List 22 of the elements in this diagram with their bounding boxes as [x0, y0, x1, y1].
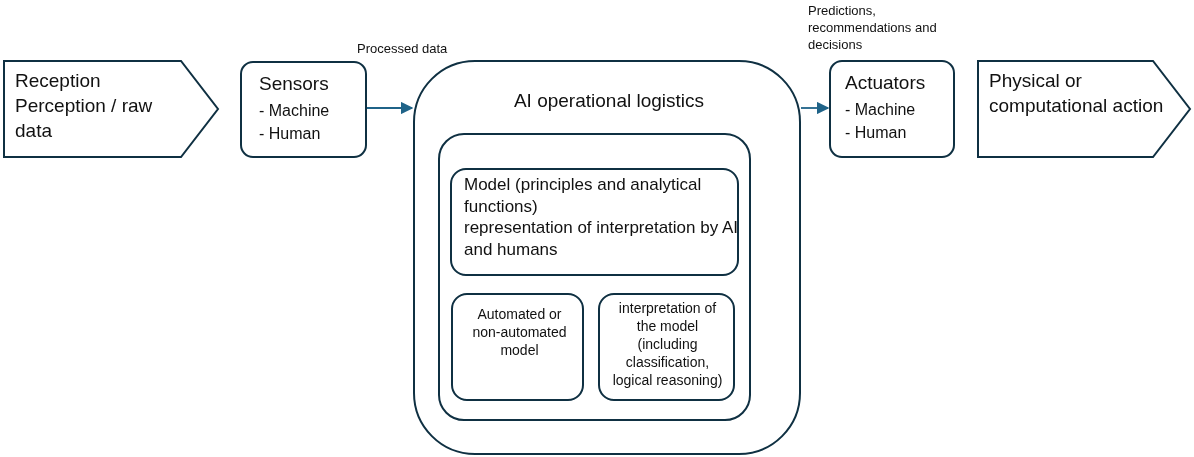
node-title: Actuators — [845, 71, 927, 95]
process-box — [450, 168, 739, 276]
node-text: representation of interpretation by AI and humans — [464, 217, 739, 261]
process-box — [598, 293, 735, 401]
node-text: - Machine — [259, 101, 331, 121]
node-text: - Human — [259, 124, 322, 144]
node-title: interpretation of the model (including classification, logical reasoning) — [611, 299, 724, 389]
node-title: Automated or non-automated model — [471, 305, 568, 359]
node-title: AI operational logistics — [512, 89, 706, 113]
node-title: Model (principles and analytical functions) — [464, 174, 703, 218]
container-box — [438, 133, 751, 421]
node-text: - Machine — [845, 100, 917, 120]
process-box — [240, 61, 367, 158]
process-box — [413, 60, 801, 455]
node-title: Physical or computational action — [989, 69, 1165, 118]
node-title: Sensors — [259, 72, 330, 96]
arrow-shape-box — [3, 60, 219, 158]
process-box — [451, 293, 584, 401]
node-title: Reception Perception / raw data — [15, 69, 154, 143]
arrow-shape-box — [977, 60, 1191, 158]
process-box — [829, 60, 955, 158]
node-text: - Human — [845, 123, 908, 143]
